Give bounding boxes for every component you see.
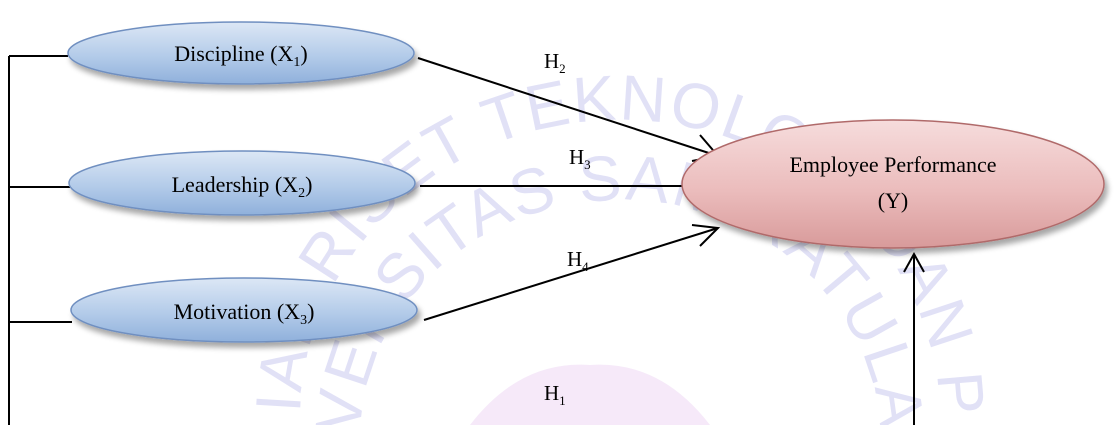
node-leadership: Leadership (X2) bbox=[68, 150, 416, 216]
arrow-h2 bbox=[417, 57, 719, 157]
arrow-h4 bbox=[423, 227, 719, 321]
node-y-label-line-2: (Y) bbox=[878, 188, 909, 213]
connector-bracket bbox=[8, 55, 72, 425]
hypothesis-h2-label: H2 bbox=[544, 49, 566, 76]
node-motivation: Motivation (X3) bbox=[70, 277, 418, 343]
node-motivation-label: Motivation (X3) bbox=[174, 299, 315, 328]
node-discipline-label: Discipline (X1) bbox=[174, 41, 307, 70]
hypothesis-h3-label: H3 bbox=[569, 145, 591, 172]
node-employee-performance: Employee Performance (Y) bbox=[681, 119, 1105, 249]
node-y-label-line-1: Employee Performance bbox=[789, 152, 996, 177]
arrow-h1-head bbox=[903, 251, 925, 273]
node-discipline: Discipline (X1) bbox=[67, 21, 415, 85]
node-leadership-label: Leadership (X2) bbox=[172, 172, 313, 201]
emblem-shape bbox=[470, 364, 710, 425]
hypothesis-h1-label: H1 bbox=[544, 381, 566, 408]
hypothesis-h4-label: H4 bbox=[567, 247, 589, 274]
arrow-h4-head bbox=[691, 224, 721, 247]
